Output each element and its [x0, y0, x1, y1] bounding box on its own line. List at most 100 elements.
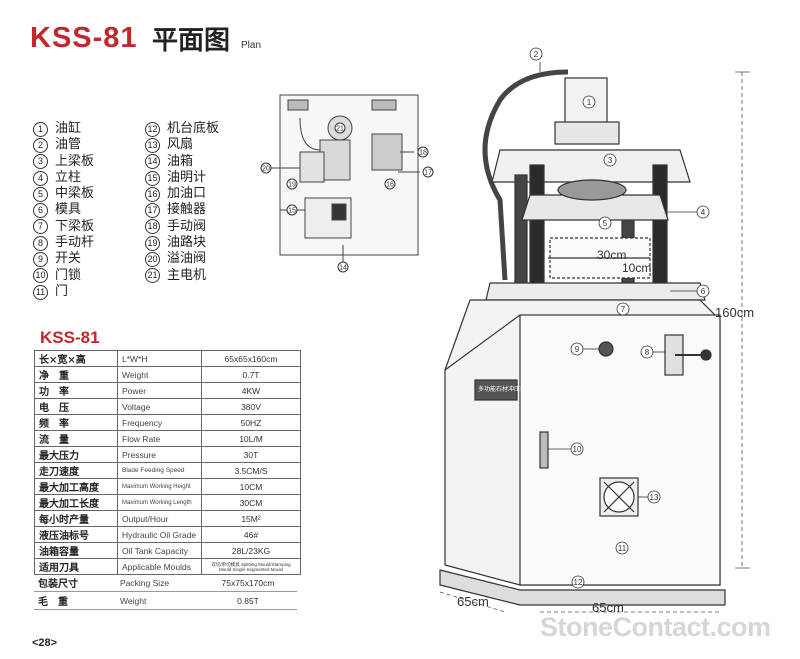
part-item: 14 油箱 [145, 154, 219, 170]
part-label: 门 [55, 283, 69, 299]
part-number: 11 [33, 284, 48, 300]
callout-label: 14 [339, 265, 347, 272]
callout-label: 20 [262, 166, 270, 173]
callout-label: 1 [587, 98, 592, 107]
part-label: 接触器 [167, 202, 207, 218]
part-label: 油缸 [55, 121, 82, 136]
part-item: 7 下梁板 [33, 219, 94, 235]
part-label: 下梁板 [55, 218, 95, 234]
callout-label: 13 [650, 493, 659, 502]
watermark: StoneContact.com [540, 612, 771, 642]
part-label: 模具 [55, 202, 82, 218]
part-item: 15 油明计 [145, 170, 219, 186]
spec-value: 380V [201, 398, 301, 415]
callout-label: 8 [645, 348, 650, 357]
press-machine [439, 69, 726, 606]
callout-label: 9 [575, 345, 580, 354]
callout-label: 16 [386, 182, 394, 189]
callout-label: 18 [419, 150, 427, 157]
callout-label: 3 [608, 156, 613, 165]
part-label: 中梁板 [55, 186, 95, 202]
part-number: 4 [33, 170, 48, 186]
packing-value: 75x75x170cm [199, 574, 297, 592]
model-title: KSS-81 [30, 22, 138, 54]
part-number: 3 [33, 154, 48, 170]
part-number: 19 [145, 235, 160, 251]
machine-nameplate: 多功能石材冲压机 [478, 386, 527, 393]
callout-label: 21 [336, 126, 344, 133]
callout-label: 6 [701, 287, 706, 296]
page-number: <28> [32, 637, 58, 649]
part-label: 手动杆 [55, 235, 95, 251]
part-item: 19 油路块 [145, 235, 219, 251]
part-label: 机台底板 [167, 121, 220, 136]
packing-value: 0.85T [199, 591, 297, 610]
part-number: 16 [145, 186, 160, 202]
part-label: 风扇 [167, 137, 194, 153]
part-number: 18 [145, 219, 160, 235]
part-number: 7 [33, 219, 48, 235]
part-item: 6 模具 [33, 202, 94, 219]
part-item: 8 手动杆 [33, 235, 94, 251]
part-number: 14 [145, 154, 160, 170]
callout-label: 4 [701, 208, 706, 217]
top-view-drawing [270, 94, 420, 262]
callout-label: 12 [574, 578, 583, 587]
dim-mould-length: 30cm [597, 248, 627, 262]
part-label: 加油口 [167, 186, 207, 202]
callout-label: 15 [288, 208, 296, 215]
part-label: 溢油阀 [167, 251, 207, 267]
part-label: 油箱 [167, 153, 194, 169]
part-item: 12 机台底板 [145, 121, 219, 137]
packing-cn: 毛 重 [34, 591, 116, 610]
part-number: 12 [145, 121, 160, 137]
part-label: 开关 [55, 251, 82, 267]
part-number: 6 [33, 203, 48, 219]
packing-en: Weight [116, 591, 199, 610]
callout-label: 10 [573, 445, 582, 454]
packing-en: Packing Size [116, 574, 199, 592]
part-label: 油路块 [167, 235, 207, 251]
part-number: 5 [33, 186, 48, 202]
plan-title-cn: 平面图 [152, 26, 231, 56]
spec-heading: KSS-81 [40, 328, 100, 347]
callout-label: 2 [534, 50, 539, 59]
callout-label: 7 [621, 305, 626, 314]
spec-value: 3.5CM/S [201, 462, 301, 479]
dim-height: 160cm [715, 305, 755, 320]
part-item: 16 加油口 [145, 186, 219, 202]
callout-label: 5 [603, 219, 608, 228]
part-label: 油明计 [167, 169, 207, 185]
part-number: 8 [33, 235, 48, 251]
dim-width: 65cm [592, 600, 624, 615]
part-number: 21 [145, 268, 160, 284]
part-item: 1 油缸 [33, 121, 94, 137]
part-number: 10 [33, 268, 48, 284]
part-number: 1 [33, 121, 48, 137]
part-number: 15 [145, 170, 160, 186]
